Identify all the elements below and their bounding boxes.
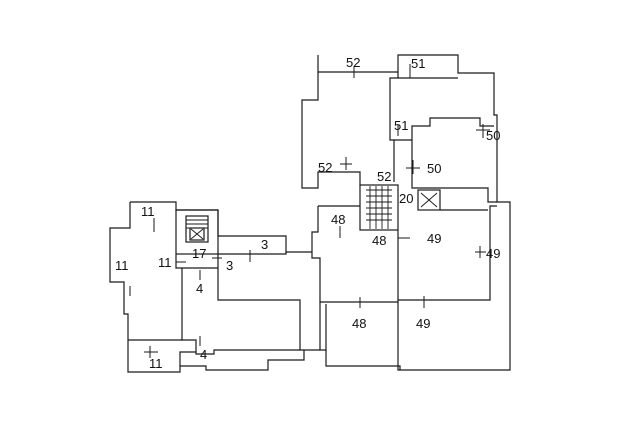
door-ticks — [129, 64, 490, 358]
label-52-left: 52 — [318, 160, 332, 175]
label-48-mid: 48 — [372, 233, 386, 248]
label-51-mid: 51 — [394, 118, 408, 133]
label-11-top: 11 — [141, 204, 155, 219]
label-48-upper: 48 — [331, 212, 345, 227]
label-50-mid: 50 — [427, 161, 441, 176]
label-4-upper: 4 — [196, 281, 203, 296]
label-48-low: 48 — [352, 316, 366, 331]
left-wing-walls — [109, 201, 320, 373]
label-4-lower: 4 — [200, 347, 207, 362]
label-20: 20 — [399, 191, 413, 206]
label-49-mid: 49 — [427, 231, 441, 246]
label-51-top: 51 — [411, 56, 425, 71]
label-11-bottom: 11 — [149, 356, 163, 371]
label-49-low: 49 — [416, 316, 430, 331]
right-wing-walls — [301, 54, 511, 371]
unit-labels: 52 51 51 50 50 52 52 20 48 48 49 49 48 4… — [115, 55, 500, 371]
label-52-top: 52 — [346, 55, 360, 70]
label-11-mid: 11 — [158, 255, 172, 270]
label-17: 17 — [192, 246, 206, 261]
label-49-right: 49 — [486, 246, 500, 261]
label-11-left: 11 — [115, 258, 129, 273]
label-50-right: 50 — [486, 128, 500, 143]
label-52-stair: 52 — [377, 169, 391, 184]
label-3-mid: 3 — [226, 258, 233, 273]
label-3-right: 3 — [261, 237, 268, 252]
